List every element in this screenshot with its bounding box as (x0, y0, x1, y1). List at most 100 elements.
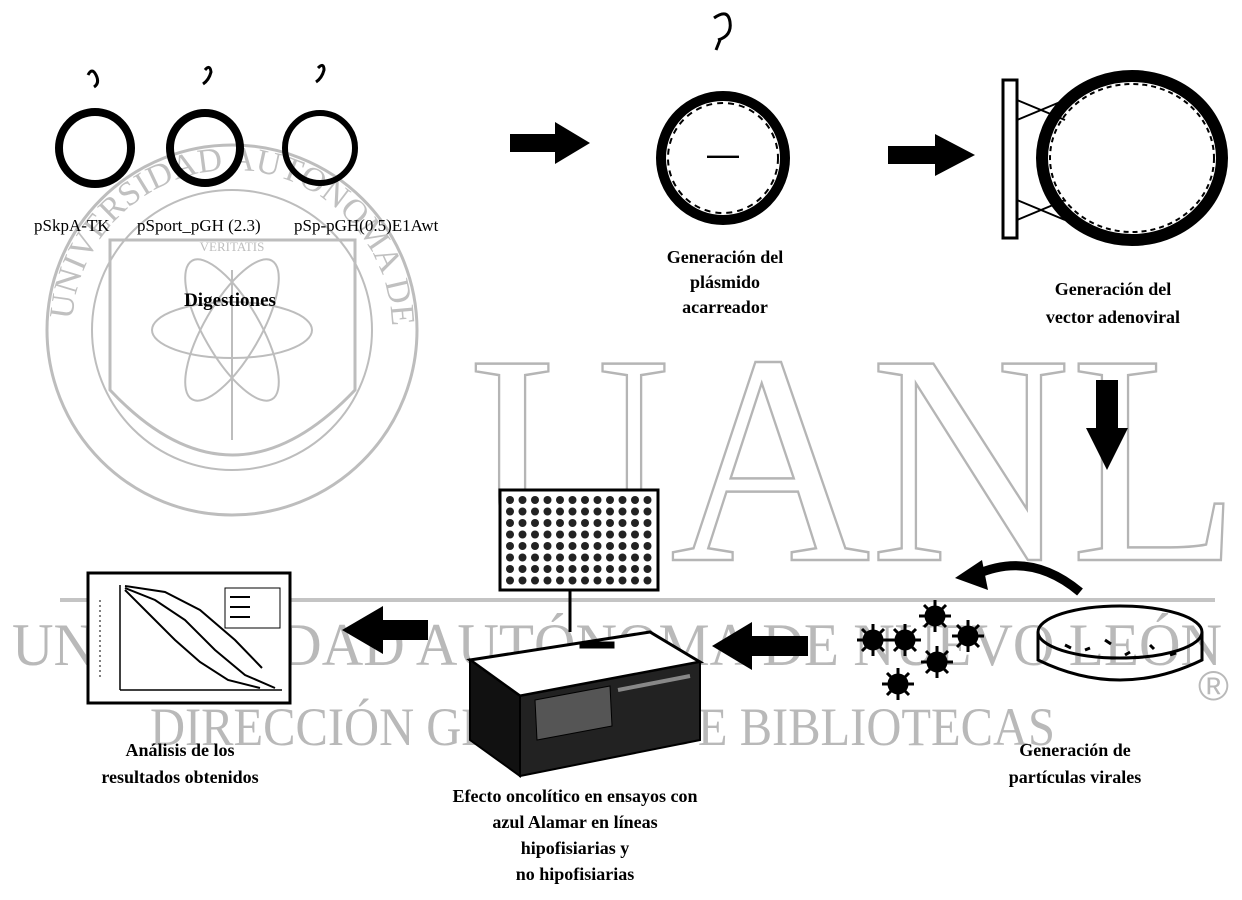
well (531, 576, 539, 585)
arrow-2 (888, 134, 975, 176)
well (606, 553, 614, 562)
plasmid-group (55, 63, 358, 188)
well (593, 530, 602, 539)
label-vector-1: Generación del (1055, 279, 1171, 299)
label-particulas-2: partículas virales (1009, 767, 1142, 787)
arrow-1 (510, 122, 590, 164)
label-efecto-2: azul Alamar en líneas (492, 812, 657, 832)
plasmid-label-2: pSport_pGH (2.3) (137, 216, 261, 235)
well (593, 496, 602, 504)
arrow-4-left (712, 622, 808, 670)
well (543, 565, 552, 573)
well (556, 553, 564, 562)
plasmid-label-3: pSp-pGH(0.5)E1Awt (294, 216, 439, 235)
well (593, 542, 602, 550)
label-efecto-4: no hipofisiarias (516, 864, 635, 884)
well (581, 507, 589, 516)
well (643, 507, 652, 516)
plasmid-2-mark (202, 65, 213, 86)
well (631, 530, 639, 539)
well (593, 553, 602, 562)
well (643, 553, 652, 562)
well (531, 530, 539, 539)
well (518, 507, 527, 516)
label-particulas-1: Generación de (1019, 740, 1130, 760)
well (643, 530, 652, 539)
well (618, 530, 627, 539)
well (556, 542, 564, 550)
well (518, 496, 527, 504)
well (643, 496, 652, 504)
virus-particle (889, 624, 921, 656)
virus-particle (919, 600, 951, 632)
well (518, 576, 527, 585)
well (618, 565, 627, 573)
plasmid-1-mark (86, 69, 100, 89)
well (556, 530, 564, 539)
well (593, 507, 602, 516)
well (606, 576, 614, 585)
well (506, 553, 514, 562)
label-efecto-3: hipofisiarias y (521, 838, 630, 858)
well (568, 565, 577, 573)
arrow-5-left (342, 606, 428, 654)
well (631, 576, 639, 585)
plasmid-2 (166, 109, 244, 187)
virus-particle (882, 668, 914, 700)
well (506, 530, 514, 539)
well (618, 507, 627, 516)
well (643, 565, 652, 573)
well (643, 576, 652, 585)
curved-arrow (973, 561, 1083, 596)
well (543, 542, 552, 550)
label-plasmido-2: plásmido (690, 272, 760, 292)
well (518, 530, 527, 539)
well (506, 496, 514, 504)
label-efecto-1: Efecto oncolítico en ensayos con (453, 786, 698, 806)
well (556, 519, 564, 527)
well (606, 542, 614, 550)
carrier-plasmid (656, 12, 790, 225)
adenoviral-vector (1001, 70, 1228, 246)
well (556, 507, 564, 516)
well (543, 576, 552, 585)
well (543, 519, 552, 527)
well (618, 542, 627, 550)
well (631, 542, 639, 550)
results-graph-thumbnail (86, 571, 292, 705)
well (593, 576, 602, 585)
well (606, 519, 614, 527)
well (618, 519, 627, 527)
well (618, 553, 627, 562)
well (506, 542, 514, 550)
label-digestiones: Digestiones (184, 290, 276, 311)
well (568, 519, 577, 527)
plasmid-label-1: pSkpA-TK (34, 216, 110, 235)
well (556, 576, 564, 585)
well (518, 519, 527, 527)
well (543, 496, 552, 504)
well (581, 496, 589, 504)
well (506, 519, 514, 527)
watermark-registered: ® (1198, 662, 1229, 709)
well (568, 553, 577, 562)
well (531, 565, 539, 573)
well (581, 565, 589, 573)
well (506, 576, 514, 585)
well (556, 496, 564, 504)
well (618, 576, 627, 585)
well (618, 496, 627, 504)
label-vector-2: vector adenoviral (1046, 307, 1180, 327)
arrow-3-down (1086, 380, 1128, 470)
well (631, 507, 639, 516)
label-plasmido-3: acarreador (682, 297, 768, 317)
well (581, 519, 589, 527)
curved-arrow-head (955, 560, 988, 590)
label-analisis-1: Análisis de los (125, 740, 234, 760)
well (543, 553, 552, 562)
well (543, 507, 552, 516)
well (518, 553, 527, 562)
well (606, 530, 614, 539)
well (568, 496, 577, 504)
